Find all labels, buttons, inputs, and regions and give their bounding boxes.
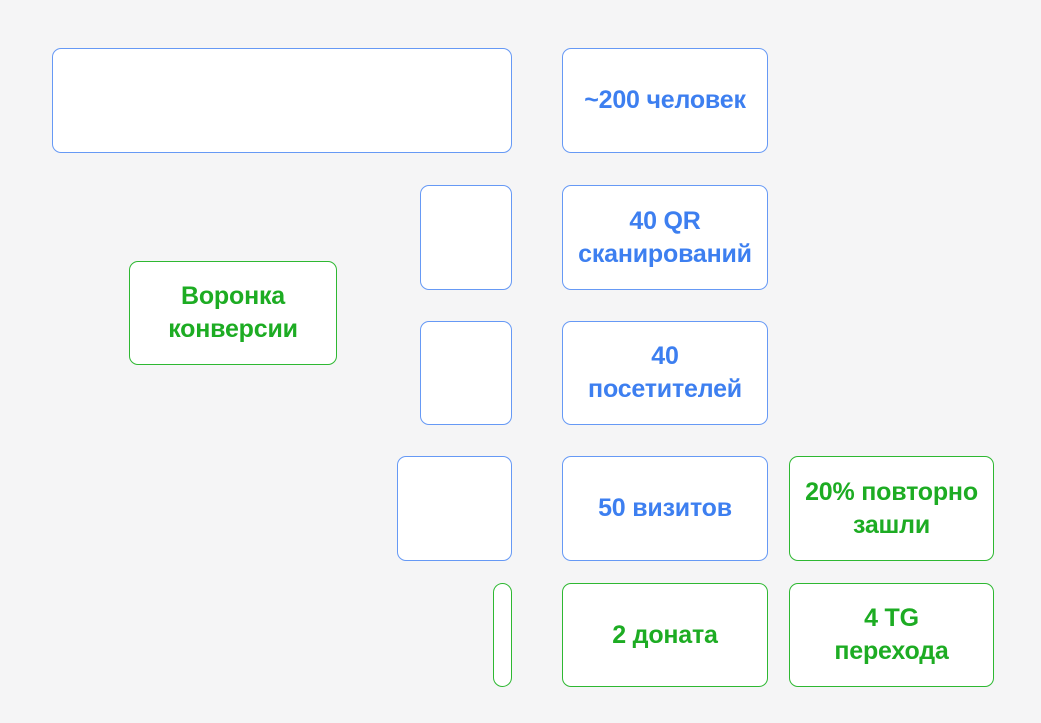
- visitors-label: 40 посетителей: [588, 342, 742, 403]
- repeat-visits-label: 20% повторно зашли: [805, 477, 978, 539]
- qr-scans-label: 40 QR сканирований: [578, 206, 752, 268]
- node-visitors[interactable]: 40 посетителей: [562, 321, 768, 425]
- funnel-title-label: Воронка конверсии: [168, 282, 298, 343]
- audience-label: ~200 человек: [584, 86, 746, 114]
- node-qr-scans[interactable]: 40 QR сканирований: [562, 185, 768, 290]
- tg-clicks-label: 4 TG перехода: [834, 604, 949, 665]
- shape-blank-wide[interactable]: [52, 48, 512, 153]
- shape-blank-visitors[interactable]: [420, 321, 512, 425]
- visits-label: 50 визитов: [598, 494, 732, 522]
- shape-blank-visits[interactable]: [397, 456, 512, 561]
- node-visits[interactable]: 50 визитов: [562, 456, 768, 561]
- node-tg-clicks[interactable]: 4 TG перехода: [789, 583, 994, 687]
- node-audience[interactable]: ~200 человек: [562, 48, 768, 153]
- node-repeat-visits[interactable]: 20% повторно зашли: [789, 456, 994, 561]
- node-donations[interactable]: 2 доната: [562, 583, 768, 687]
- shape-blank-qr[interactable]: [420, 185, 512, 290]
- shape-blank-thin[interactable]: [493, 583, 512, 687]
- node-funnel-title[interactable]: Воронка конверсии: [129, 261, 337, 365]
- donations-label: 2 доната: [612, 620, 718, 649]
